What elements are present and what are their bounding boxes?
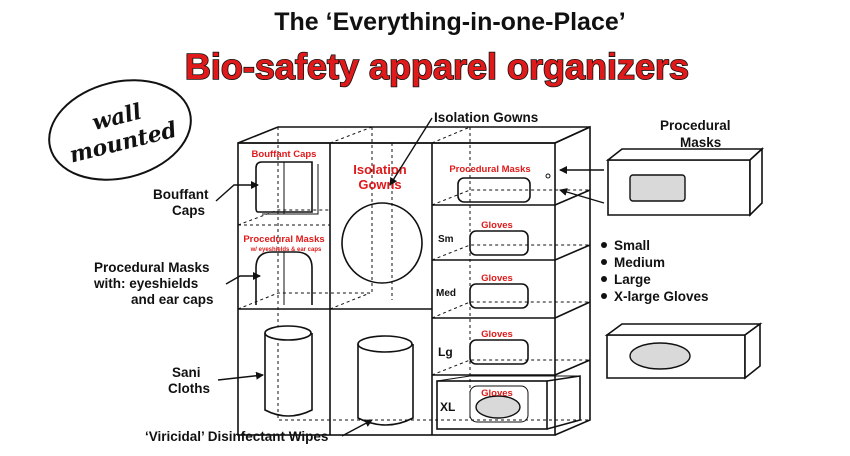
- isolation-label-1: Isolation: [353, 162, 407, 177]
- arrow-proc-eye: [225, 272, 261, 285]
- size-xl: XL: [440, 400, 455, 414]
- procedural-masks-compartment: Procedural Masks: [449, 164, 551, 203]
- sani-cloths-canister: [264, 325, 313, 417]
- gloves-label-med: Gloves: [481, 273, 513, 284]
- cabinet-front: [237, 142, 556, 436]
- size-sm: Sm: [438, 234, 454, 245]
- size-lg: Lg: [438, 345, 453, 359]
- arrow-bouffant: [215, 181, 259, 202]
- callout-sani-1: Sani: [172, 365, 201, 380]
- size-list-small: Small: [614, 238, 650, 253]
- sizes-list: Small Medium Large X-large Gloves: [601, 238, 709, 304]
- isolation-gowns-compartment: Isolation Gowns: [341, 162, 423, 284]
- gloves-sm-compartment: Gloves Sm: [438, 220, 529, 256]
- gloves-label-sm: Gloves: [481, 220, 513, 231]
- arrow-sani: [217, 371, 264, 381]
- callout-bouffant-1: Bouffant: [153, 187, 209, 202]
- proc-masks-w-label: Procedural Masks: [243, 234, 324, 245]
- cabinet-top: [237, 126, 591, 144]
- bouffant-compartment: Bouffant Caps: [252, 149, 319, 215]
- mask-box: [605, 147, 765, 217]
- organizer-cabinet: [237, 125, 591, 436]
- isolation-label-2: Gowns: [358, 177, 401, 192]
- callout-sani-2: Cloths: [168, 381, 210, 396]
- callout-proc-masks-2: Masks: [680, 135, 721, 150]
- size-list-medium: Medium: [614, 255, 665, 270]
- proc-masks-w-small: w/ eyeshields & ear caps: [250, 247, 322, 253]
- callout-proc-eye-3: and ear caps: [131, 292, 214, 307]
- wipes-canister: [357, 335, 414, 426]
- callout-bouffant-2: Caps: [172, 203, 205, 218]
- gloves-xl-compartment: Gloves XL: [436, 375, 581, 430]
- arrow-isolation: [389, 117, 433, 186]
- callout-proc-masks-1: Procedural: [660, 118, 731, 133]
- size-list-large: Large: [614, 272, 651, 287]
- bouffant-label: Bouffant Caps: [252, 149, 317, 160]
- arrow-viricidal: [341, 419, 373, 437]
- size-med: Med: [436, 288, 456, 299]
- callout-proc-eye-2: with: eyeshields: [93, 276, 198, 291]
- gloves-label-lg: Gloves: [481, 329, 513, 340]
- arrow-masks-2: [559, 188, 605, 204]
- procedural-masks-label: Procedural Masks: [449, 164, 530, 175]
- gloves-lg-compartment: Gloves Lg: [438, 329, 529, 365]
- callout-viricidal: ‘Viricidal’ Disinfectant Wipes: [145, 429, 328, 444]
- gloves-med-compartment: Gloves Med: [436, 273, 529, 309]
- title-line2: Bio-safety apparel organizers: [185, 46, 689, 87]
- gown-dispenser-hole: [341, 202, 423, 284]
- wall-mounted-stamp: wall mounted: [48, 79, 192, 181]
- gloves-label-xl: Gloves: [481, 388, 513, 399]
- title-line1: The ‘Everything-in-one-Place’: [274, 8, 625, 36]
- callout-proc-eye-1: Procedural Masks: [94, 260, 210, 275]
- cabinet-side: [554, 125, 591, 436]
- callout-isolation-gowns: Isolation Gowns: [434, 110, 538, 125]
- proc-masks-eye-compartment: Procedural Masks w/ eyeshields & ear cap…: [243, 234, 325, 305]
- glove-box: [604, 322, 763, 380]
- size-list-xlarge: X-large Gloves: [614, 289, 709, 304]
